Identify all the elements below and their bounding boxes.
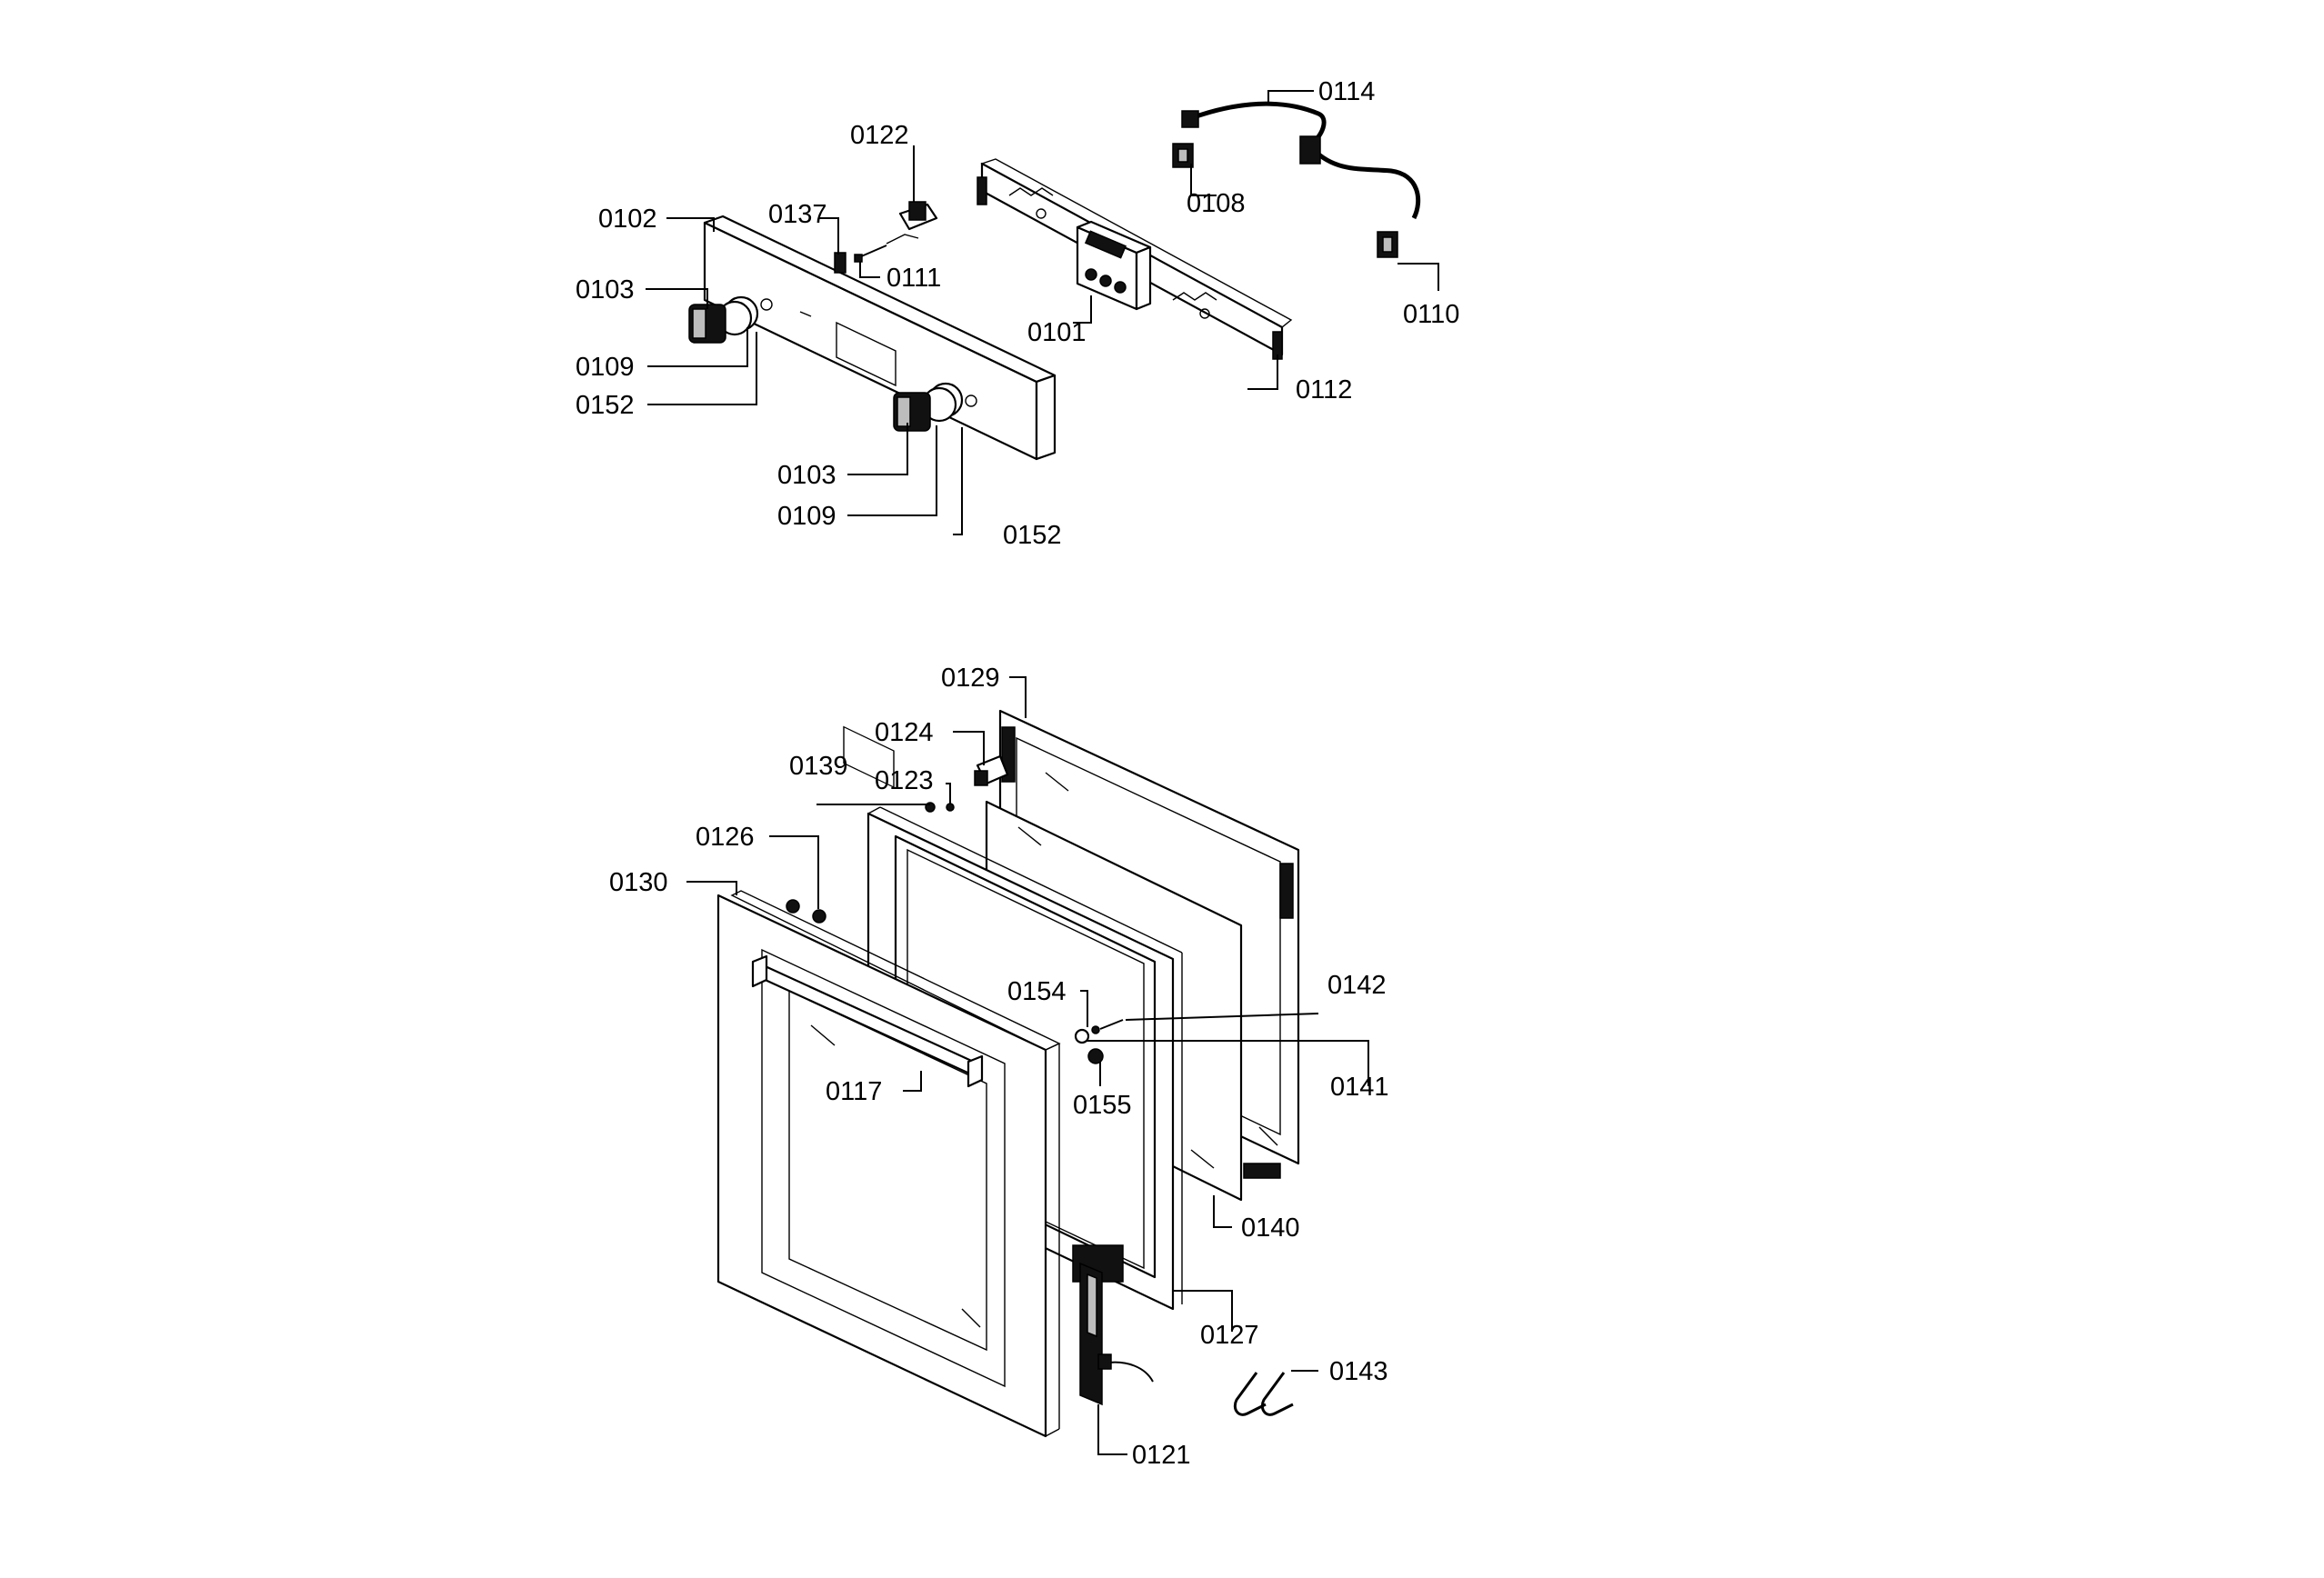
- control-knob-right: [893, 382, 964, 432]
- label-0142: 0142: [1327, 971, 1387, 1000]
- label-0121: 0121: [1132, 1441, 1191, 1470]
- label-0155: 0155: [1073, 1091, 1132, 1120]
- label-0152-right: 0152: [1003, 521, 1062, 550]
- label-0109-left: 0109: [576, 353, 635, 382]
- label-0140: 0140: [1241, 1213, 1300, 1243]
- label-0117: 0117: [826, 1077, 882, 1106]
- label-0126: 0126: [696, 823, 755, 852]
- label-0127: 0127: [1200, 1321, 1259, 1350]
- label-0108: 0108: [1187, 189, 1246, 218]
- wiring-harness: [1172, 101, 1421, 258]
- label-0123: 0123: [875, 766, 934, 795]
- label-0103-left-knob: 0103: [576, 275, 635, 305]
- label-0110: 0110: [1403, 300, 1459, 329]
- label-0139: 0139: [789, 752, 848, 781]
- label-0109-right: 0109: [777, 502, 836, 531]
- label-0137: 0137: [768, 200, 827, 229]
- label-0124: 0124: [875, 718, 934, 747]
- label-0143: 0143: [1329, 1357, 1388, 1386]
- leader-lines: [646, 90, 1439, 1455]
- display-timer-module: [1076, 220, 1152, 311]
- door-outer-panel: [716, 890, 1061, 1438]
- door-fasteners: [786, 754, 1124, 1064]
- retaining-clips: [1233, 1372, 1294, 1416]
- label-0130: 0130: [609, 868, 668, 897]
- label-0152-left: 0152: [576, 391, 635, 420]
- label-0122: 0122: [850, 121, 909, 150]
- label-0103-right-knob: 0103: [777, 461, 836, 490]
- control-panel-fascia: [703, 215, 1057, 789]
- part-number-labels: 0102 0103 0109 0152 0103 0109 0152 0137 …: [576, 77, 1459, 1470]
- label-0114: 0114: [1318, 77, 1375, 106]
- label-0129: 0129: [941, 664, 1000, 693]
- label-0111: 0111: [887, 264, 941, 293]
- control-knob-left: [688, 295, 759, 344]
- small-bracket-parts: [834, 201, 938, 274]
- label-0101: 0101: [1027, 318, 1087, 347]
- label-0154: 0154: [1007, 977, 1067, 1006]
- door-hinge: [1079, 1262, 1154, 1406]
- label-0141: 0141: [1330, 1073, 1389, 1102]
- label-0112: 0112: [1296, 375, 1352, 404]
- control-panel-assembly: [688, 101, 1421, 789]
- door-handle: [751, 954, 984, 1088]
- label-0102: 0102: [598, 205, 657, 234]
- oven-door-assembly: [716, 709, 1300, 1438]
